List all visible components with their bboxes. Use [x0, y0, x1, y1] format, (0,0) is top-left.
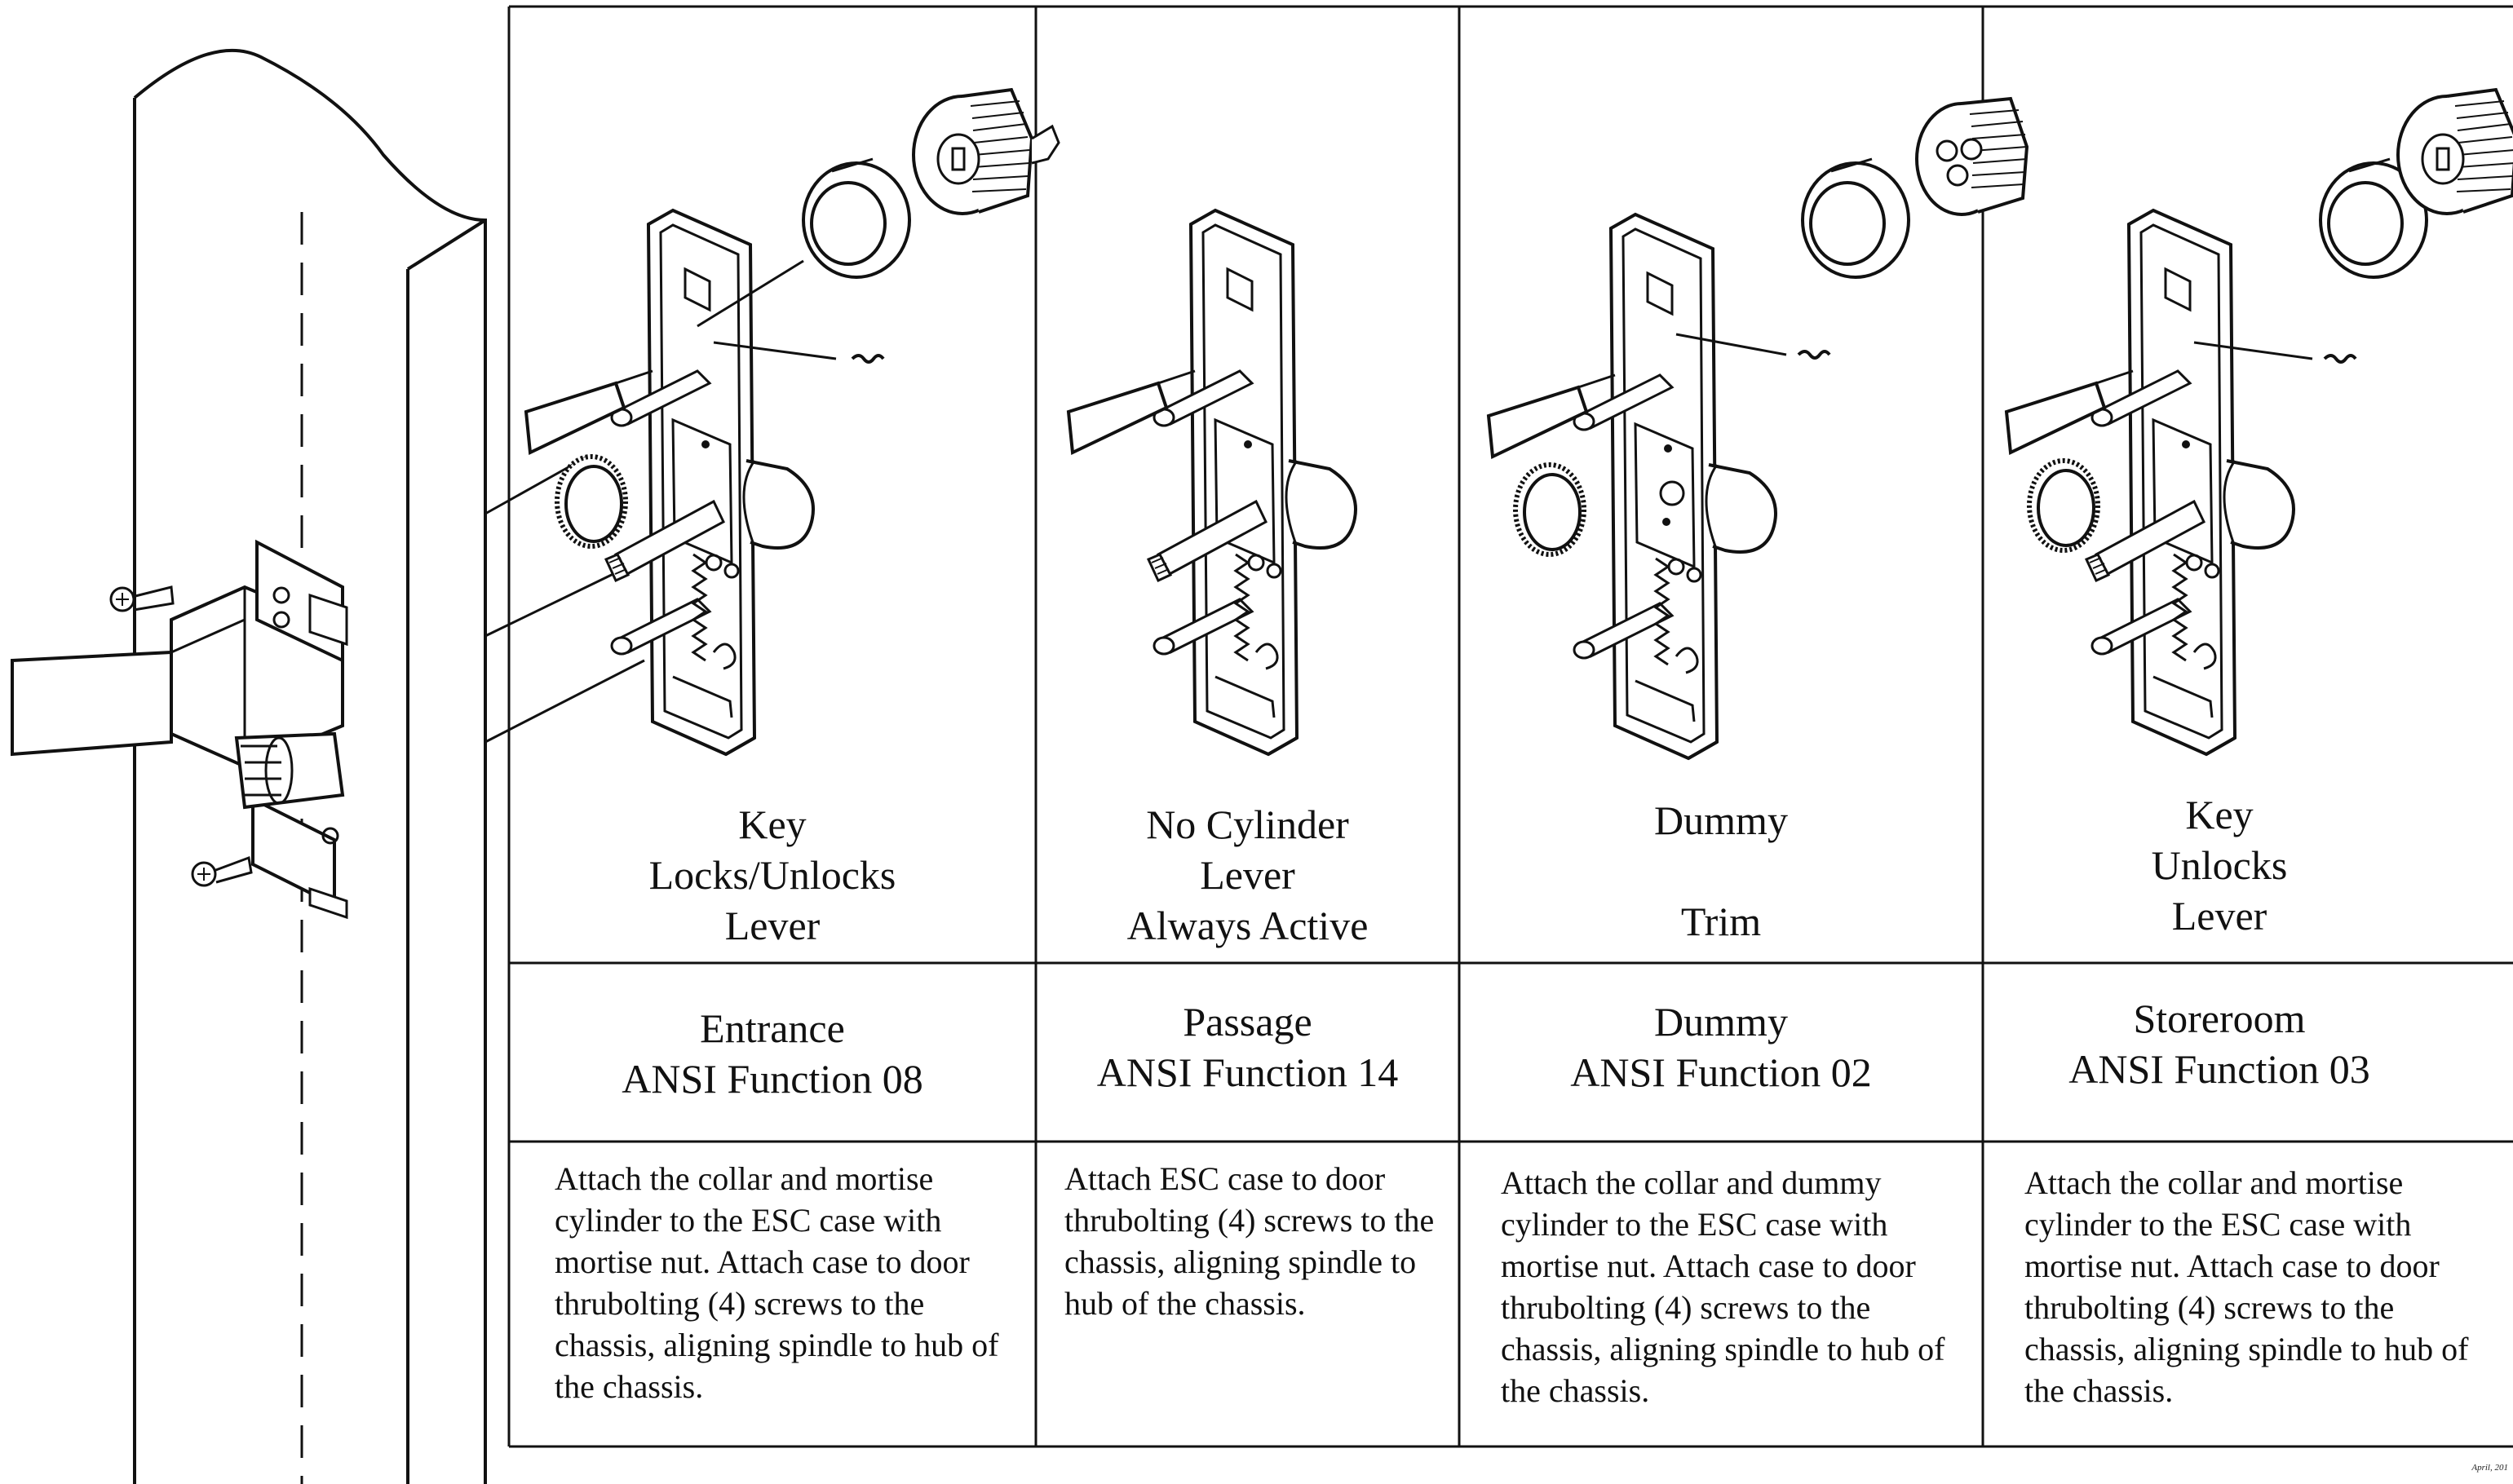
screw-icon	[109, 585, 175, 612]
entrance-function-label: Entrance ANSI Function 08	[622, 1005, 923, 1102]
storeroom-description: Attach the collar and mortise cylinder t…	[2024, 1164, 2469, 1409]
function-table-grid	[507, 5, 2513, 1448]
screw-icon	[191, 855, 253, 887]
passage-exploded-view	[1067, 209, 1357, 756]
storeroom-exploded-view	[2005, 88, 2513, 756]
storeroom-function-label: Storeroom ANSI Function 03	[2068, 996, 2370, 1092]
door-with-chassis	[11, 48, 645, 1484]
entrance-description: Attach the collar and mortise cylinder t…	[555, 1160, 999, 1405]
storeroom-trim-label: Key Unlocks Lever	[2151, 792, 2288, 939]
dummy-function-label: Dummy ANSI Function 02	[1570, 999, 1872, 1095]
footer-date: April, 201	[2471, 1463, 2508, 1473]
dummy-trim-label: Dummy Trim	[1654, 797, 1788, 944]
passage-trim-label: No Cylinder Lever Always Active	[1126, 802, 1369, 948]
passage-description: Attach ESC case to door thrubolting (4) …	[1064, 1160, 1435, 1322]
dummy-exploded-view	[1487, 97, 2029, 760]
passage-function-label: Passage ANSI Function 14	[1096, 999, 1399, 1095]
entrance-trim-label: Key Locks/Unlocks Lever	[648, 802, 896, 948]
entrance-exploded-view	[524, 88, 1060, 756]
dummy-description: Attach the collar and dummy cylinder to …	[1501, 1164, 1945, 1409]
